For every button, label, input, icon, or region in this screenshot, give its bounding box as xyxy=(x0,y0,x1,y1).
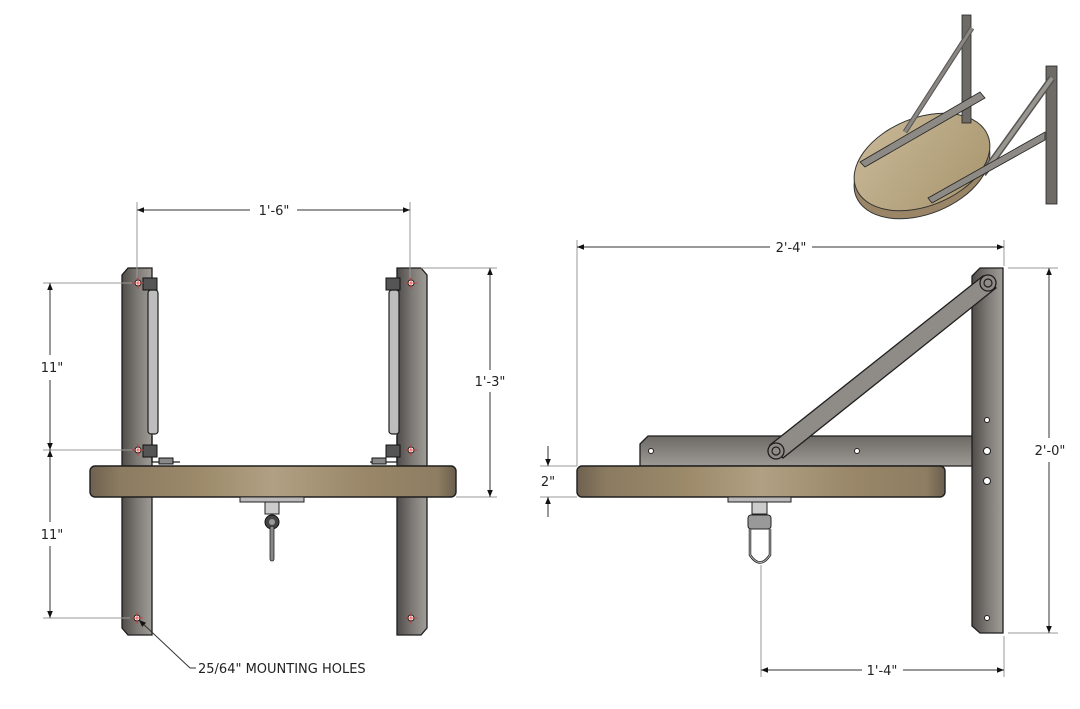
diagonal-strut xyxy=(767,274,997,460)
dim-platform-thickness: 2" xyxy=(540,446,577,517)
dim-label: 1'-6" xyxy=(259,204,290,219)
callout-label: 25/64" MOUNTING HOLES xyxy=(198,662,366,677)
right-wall-bracket xyxy=(370,267,428,636)
dim-label: 11" xyxy=(41,361,64,376)
dim-overall-height: 2'-0" xyxy=(1008,267,1066,634)
dim-width-front: 1'-6" xyxy=(136,202,411,278)
platform-side xyxy=(576,465,946,498)
front-view: 1'-6" 11" 11" 1'-3" 25/64" MOUNTING HOLE… xyxy=(41,202,506,677)
dim-label: 2" xyxy=(541,475,555,490)
swivel-side xyxy=(727,496,792,564)
dim-swivel-offset: 1'-4" xyxy=(760,565,1005,679)
isometric-view xyxy=(853,14,1058,220)
mounting-holes-callout: 25/64" MOUNTING HOLES xyxy=(138,619,366,677)
platform-front xyxy=(89,465,457,498)
dim-label: 1'-4" xyxy=(867,664,898,679)
left-wall-bracket xyxy=(121,267,180,636)
swivel-front xyxy=(239,496,305,562)
side-view: 2'-4" 2" 2'-0" 1'-4" xyxy=(540,240,1065,679)
dim-label: 2'-4" xyxy=(776,241,807,256)
dim-label: 2'-0" xyxy=(1035,444,1066,459)
dim-bracket-height: 1'-3" xyxy=(421,267,506,498)
dim-label: 1'-3" xyxy=(475,375,506,390)
dim-upper-hole-spacing: 11" xyxy=(41,282,132,451)
dim-overall-depth: 2'-4" xyxy=(576,240,1005,466)
horizontal-arm xyxy=(639,435,976,467)
dim-label: 11" xyxy=(41,528,64,543)
dim-lower-hole-spacing: 11" xyxy=(41,450,130,619)
